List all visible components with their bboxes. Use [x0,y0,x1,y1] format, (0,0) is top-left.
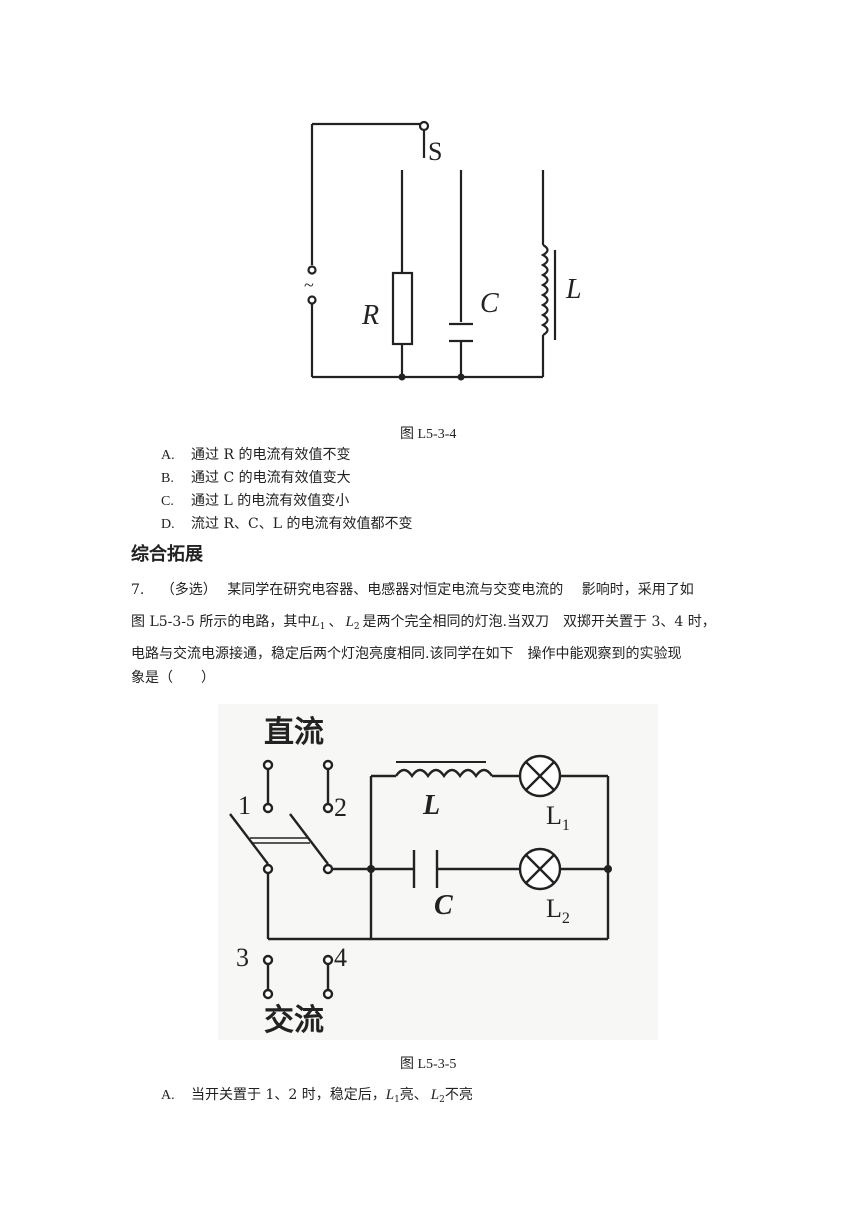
section-heading: 综合拓展 [131,544,203,565]
option-c[interactable]: C. 通过 L 的电流有效值变小 [161,490,349,513]
circuit-figure-l5-3-4: S ~ R C L [304,120,582,381]
capacitor-label: C [434,890,453,921]
option-b[interactable]: B. 通过 C 的电流有效值变大 [161,467,351,490]
option-letter: C. [161,494,174,509]
terminal-1-label: 1 [238,791,251,820]
question-line-3: 电路与交流电源接通，稳定后两个灯泡亮度相同.该同学在如下 操作中能观察到的实验现 [131,646,682,662]
figure-caption-l5-3-5: 图 L5-3-5 [400,1057,457,1072]
lamp-2-label: L2 [546,894,570,927]
option-text: 通过 C 的电流有效值变大 [191,470,351,486]
option-letter: A. [161,448,175,463]
circuit-figure-l5-3-5: 直流 1 2 3 4 交流 L C L1 L2 [218,704,658,1040]
question-text: 某同学在研究电容器、电感器对恒定电流与交变电流的 影响时，采用了如 [227,582,694,598]
option-text: 通过 L 的电流有效值变小 [191,493,350,509]
lamp-1-label: L1 [546,801,570,834]
option-text: 通过 R 的电流有效值不变 [191,447,351,463]
source-symbol: ~ [304,275,314,295]
capacitor-label: C [480,288,499,319]
resistor-label: R [361,300,379,331]
option-text: 流过 R、C、L 的电流有效值都不变 [191,516,413,532]
option-letter: D. [161,517,175,532]
terminal-4-label: 4 [334,943,347,972]
ac-label: 交流 [264,1003,324,1038]
inductor-label: L [422,790,440,821]
question-line-4: 象是（ ） [131,670,215,686]
terminal-3-label: 3 [236,943,249,972]
option-7a[interactable]: A.当开关置于 1、2 时，稳定后，L1亮、L2不亮 [161,1087,473,1105]
inductor-label: L [565,274,582,305]
option-d[interactable]: D. 流过 R、C、L 的电流有效值都不变 [161,513,412,536]
dc-label: 直流 [264,715,324,750]
terminal-2-label: 2 [334,793,347,822]
option-a[interactable]: A. 通过 R 的电流有效值不变 [161,444,350,467]
question-line-1: 7. （多选） 某同学在研究电容器、电感器对恒定电流与交变电流的 影响时，采用了… [131,580,694,600]
figure-caption-l5-3-4: 图 L5-3-4 [400,427,457,442]
switch-label: S [428,137,442,166]
option-letter: B. [161,471,174,486]
question-tag: （多选） [160,582,217,598]
option-letter: A. [161,1088,175,1103]
question-number: 7. [131,582,145,598]
